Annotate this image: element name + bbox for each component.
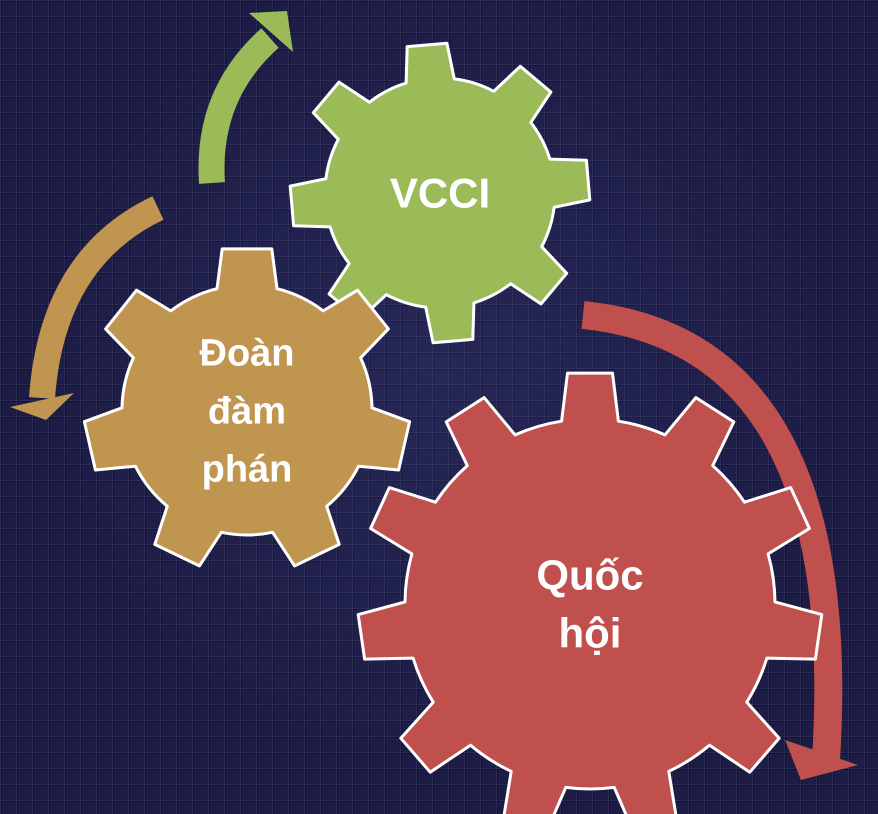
gear-quoc-hoi-label-line: Quốc: [536, 552, 643, 599]
gear-doan-dam-phan-label-line: Đoàn: [200, 332, 295, 374]
arrow-green-head: [249, 11, 293, 52]
gear-vcci-label-line: VCCI: [390, 170, 490, 217]
gear-doan-dam-phan-label-line: phán: [202, 448, 293, 490]
gear-doan-dam-phan-body: [82, 247, 412, 568]
gear-vcci-label: VCCI: [390, 170, 490, 217]
arrow-green-counterclockwise: [198, 11, 293, 184]
arrow-tan-counterclockwise: [10, 196, 164, 420]
arrow-red-shaft: [581, 301, 843, 761]
arrow-red-head: [785, 740, 858, 780]
gear-quoc-hoi-label: Quốc hội: [536, 552, 643, 657]
gear-vcci-body: [288, 41, 592, 345]
gear-doan-dam-phan-label: Đoàn đàm phán: [200, 332, 295, 490]
gear-vcci: VCCI: [288, 41, 592, 345]
gear-doan-dam-phan-label-line: đàm: [208, 390, 286, 432]
gear-quoc-hoi: Quốc hội: [356, 371, 824, 814]
arrow-green-shaft: [198, 28, 279, 184]
arrow-tan-shaft: [29, 196, 164, 399]
gear-doan-dam-phan: Đoàn đàm phán: [82, 247, 412, 568]
gear-quoc-hoi-label-line: hội: [559, 610, 622, 657]
gear-quoc-hoi-body: [356, 371, 824, 814]
arrow-red-clockwise: [581, 301, 858, 780]
arrow-tan-head: [10, 393, 74, 420]
